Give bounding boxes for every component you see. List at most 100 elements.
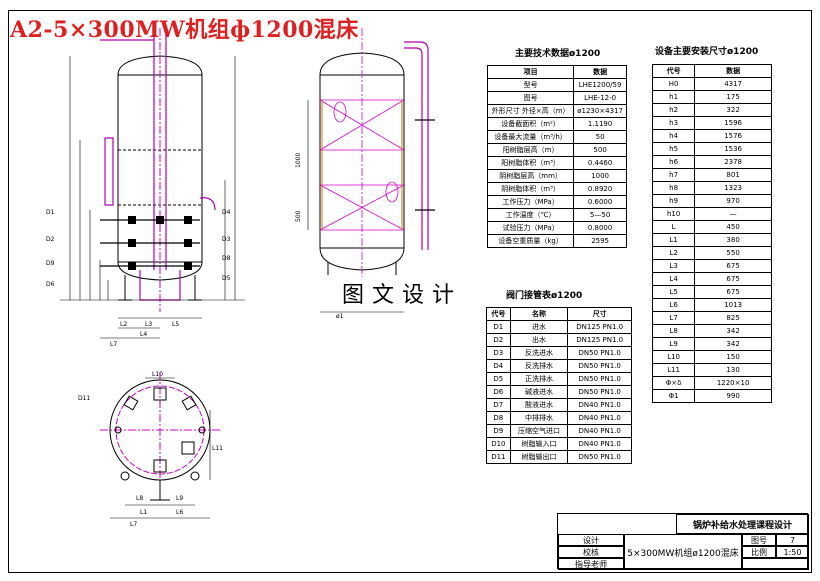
dim-cell: L9 (651, 337, 696, 351)
dim-cell: 150 (694, 350, 772, 364)
dim-table-title: 设备主要安装尺寸ø1200 (655, 47, 759, 57)
side-view-resin-layer (321, 100, 403, 230)
tech-cell: 外形尺寸 外径×高（m） (486, 104, 575, 118)
dim-cell: 175 (694, 90, 772, 104)
valve-cell: D3 (486, 346, 511, 360)
tech-header: 项目 (486, 65, 575, 79)
tech-cell: 2595 (573, 234, 627, 248)
title-block: 锅炉补给水处理课程设计 设计 校核 指导老师 5×300MW机组ø1200混床 … (557, 513, 809, 570)
drawing-frame (8, 10, 812, 573)
checker-label: 校核 (558, 546, 624, 558)
dim-cell: L4 (651, 272, 696, 286)
tech-cell: 0.4460 (573, 156, 627, 170)
dim-cell: 342 (694, 337, 772, 351)
valve-cell: D6 (486, 385, 511, 399)
dim-l2: L2 (120, 321, 127, 328)
dim-cell: 380 (694, 233, 772, 247)
dim-cell: 130 (694, 363, 772, 377)
valve-cell: 树脂输出口 (509, 450, 569, 464)
valve-cell: DN40 PN1.0 (567, 398, 632, 412)
valve-cell: 中排排水 (509, 411, 569, 425)
valve-cell: DN50 PN1.0 (567, 385, 632, 399)
valve-cell: 树脂输入口 (509, 437, 569, 451)
side-dim-phi1: ø1 (336, 313, 344, 320)
scale-label: 比例 (742, 546, 776, 558)
dim-cell: h10 (651, 207, 696, 221)
port-label-d1: D1 (46, 209, 55, 216)
designer-label: 设计 (558, 534, 624, 546)
dim-cell: L8 (651, 324, 696, 338)
tech-cell: 设备截面积（m²） (486, 117, 575, 131)
tech-cell: 1000 (573, 169, 627, 183)
tech-cell: 0.8000 (573, 221, 627, 235)
watermark-text: 图文设计 (338, 277, 467, 309)
valve-cell: D4 (486, 359, 511, 373)
side-dim-1000: 1000 (295, 153, 302, 168)
tech-cell: 0.6000 (573, 195, 627, 209)
sheet-label: 图号 (742, 534, 776, 546)
plan-label-l9: L9 (176, 495, 183, 502)
dim-cell: L2 (651, 246, 696, 260)
plan-dims (110, 377, 211, 519)
dim-cell: h6 (651, 155, 696, 169)
valve-cell: DN40 PN1.0 (567, 411, 632, 425)
side-dim-500: 500 (295, 210, 302, 222)
dim-cell: 550 (694, 246, 772, 260)
tech-cell: 设备最大流量（m³/h） (486, 130, 575, 144)
tech-cell: LHE1200/59 (573, 78, 627, 92)
valve-header: 尺寸 (567, 307, 632, 321)
dim-cell: 1013 (694, 298, 772, 312)
valve-cell: 酸液进水 (509, 398, 569, 412)
dim-cell: L11 (651, 363, 696, 377)
tech-cell: 1.1190 (573, 117, 627, 131)
tech-cell: 50 (573, 130, 627, 144)
dim-cell: Φ1 (651, 389, 696, 403)
tech-cell: 试验压力（MPa） (486, 221, 575, 235)
tech-cell: LHE-12-0 (573, 91, 627, 105)
dim-cell: — (694, 207, 772, 221)
port-label-d3: D3 (222, 236, 231, 243)
plan-view (100, 372, 220, 501)
valve-cell: DN50 PN1.0 (567, 372, 632, 386)
port-label-d9: D9 (46, 260, 55, 267)
side-dims (307, 100, 404, 313)
valve-cell: DN125 PN1.0 (567, 320, 632, 334)
drawing-text-labels: D1 D2 D9 D6 D4 D3 D8 D5 L2 L3 L5 L4 L7 1… (46, 153, 344, 528)
sheet-value: 7 (776, 534, 809, 546)
valve-cell: 碱液进水 (509, 385, 569, 399)
valve-cell: D9 (486, 424, 511, 438)
plan-label-l1: L1 (140, 509, 147, 516)
dim-cell: 1220×10 (694, 376, 772, 390)
port-label-d6: D6 (46, 281, 55, 288)
dim-header: 数据 (694, 64, 772, 78)
dim-cell: 1323 (694, 181, 772, 195)
project-title: 锅炉补给水处理课程设计 (676, 514, 809, 534)
dim-cell: L (651, 220, 696, 234)
tech-row: 阳树脂层高（m）500 (486, 143, 627, 157)
dim-cell: h5 (651, 142, 696, 156)
valve-cell: DN50 PN1.0 (567, 346, 632, 360)
